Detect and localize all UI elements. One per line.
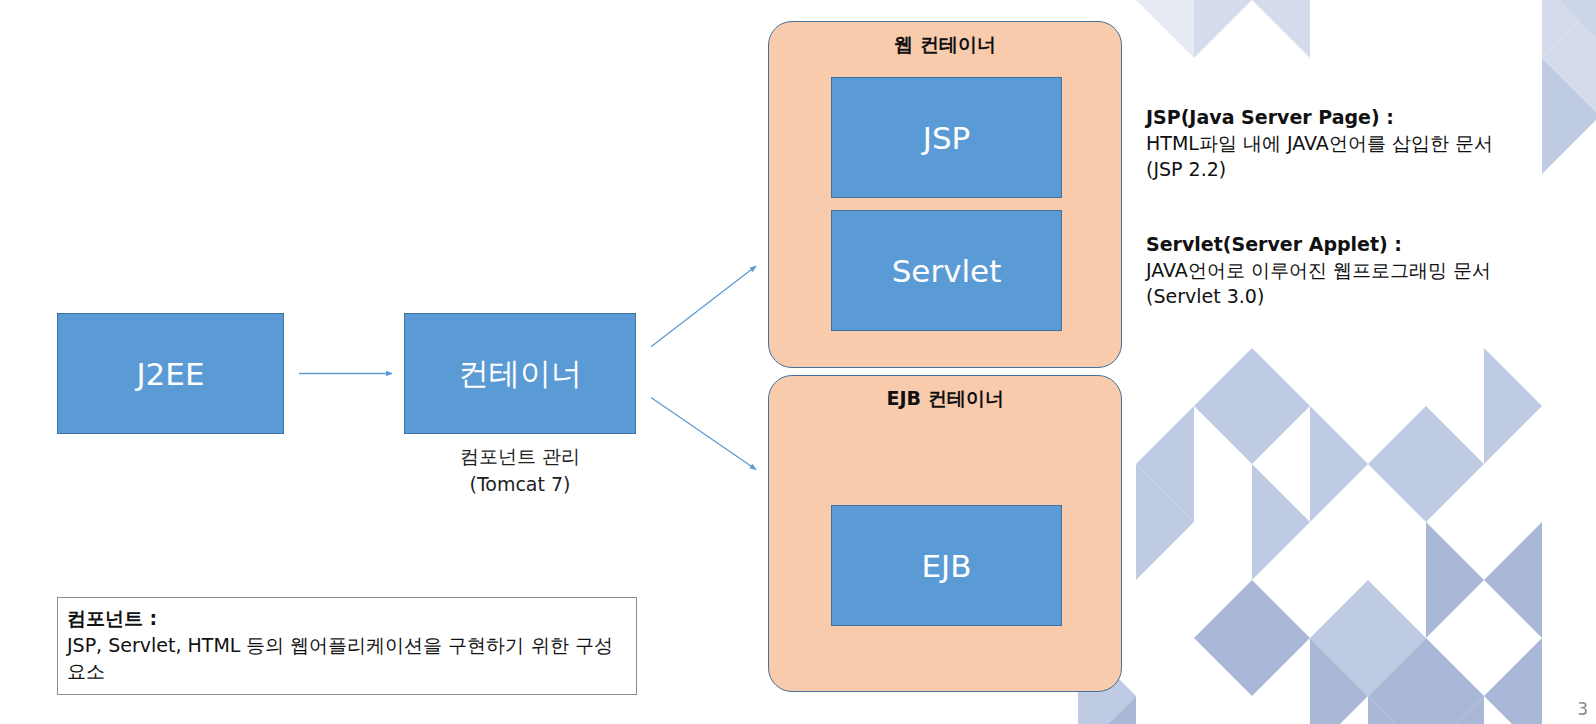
- decor-triangle: [1484, 348, 1542, 464]
- decor-triangle: [1426, 696, 1484, 724]
- note-body: JSP, Servlet, HTML 등의 웹어플리케이션을 구현하기 위한 구…: [67, 632, 627, 685]
- decor-triangle: [1194, 580, 1252, 696]
- term-description: (Servlet 3.0): [1146, 284, 1264, 309]
- group-title: EJB 컨테이너: [769, 386, 1121, 412]
- connector-arrow: [299, 373, 392, 374]
- decor-triangle: [1194, 348, 1252, 464]
- decor-triangle: [1426, 522, 1484, 638]
- page-number: 3: [1577, 698, 1588, 720]
- box-label: J2EE: [136, 356, 204, 392]
- term-description: (JSP 2.2): [1146, 157, 1226, 182]
- term-heading: Servlet(Server Applet) :: [1146, 232, 1402, 257]
- connector-arrow: [651, 266, 756, 347]
- decor-triangle: [1136, 0, 1194, 58]
- component-box: EJB: [831, 505, 1062, 626]
- decor-triangle: [1484, 522, 1542, 638]
- decor-triangle: [1136, 464, 1194, 580]
- decor-triangle: [1078, 696, 1136, 724]
- component-box: J2EE: [57, 313, 284, 434]
- decor-triangle: [1368, 406, 1426, 522]
- decor-triangle: [1252, 348, 1310, 464]
- decor-triangle: [1426, 406, 1484, 522]
- container-group: 웹 컨테이너 JSP Servlet: [768, 21, 1122, 368]
- component-box: JSP: [831, 77, 1062, 198]
- note-heading: 컴포넌트 :: [67, 605, 627, 632]
- box-caption: 컴포넌트 관리 (Tomcat 7): [430, 443, 610, 498]
- decor-triangle: [1542, 58, 1596, 174]
- decor-triangle: [1194, 0, 1252, 58]
- term-description: HTML파일 내에 JAVA언어를 삽입한 문서: [1146, 131, 1493, 156]
- term-heading: JSP(Java Server Page) :: [1146, 105, 1394, 130]
- connector-arrow: [651, 398, 756, 470]
- decor-triangle: [1252, 464, 1310, 580]
- decor-triangle: [1252, 0, 1310, 58]
- decor-triangle: [1560, 0, 1596, 38]
- box-label: Servlet: [892, 253, 1002, 289]
- decor-triangle: [1310, 406, 1368, 522]
- decor-triangle: [1368, 696, 1426, 724]
- term-description: JAVA언어로 이루어진 웹프로그래밍 문서: [1146, 258, 1491, 283]
- decor-triangle: [1252, 580, 1310, 696]
- group-title: 웹 컨테이너: [769, 32, 1121, 58]
- definition-box: 컴포넌트 :JSP, Servlet, HTML 등의 웹어플리케이션을 구현하…: [57, 597, 637, 695]
- box-label: 컨테이너: [458, 353, 582, 395]
- box-label: EJB: [922, 548, 972, 584]
- decor-triangle: [1484, 638, 1542, 724]
- box-label: JSP: [923, 120, 971, 156]
- container-group: EJB 컨테이너 EJB: [768, 375, 1122, 692]
- component-box: Servlet: [831, 210, 1062, 331]
- container-box: 컨테이너컴포넌트 관리 (Tomcat 7): [404, 313, 636, 434]
- decor-triangle: [1310, 638, 1368, 724]
